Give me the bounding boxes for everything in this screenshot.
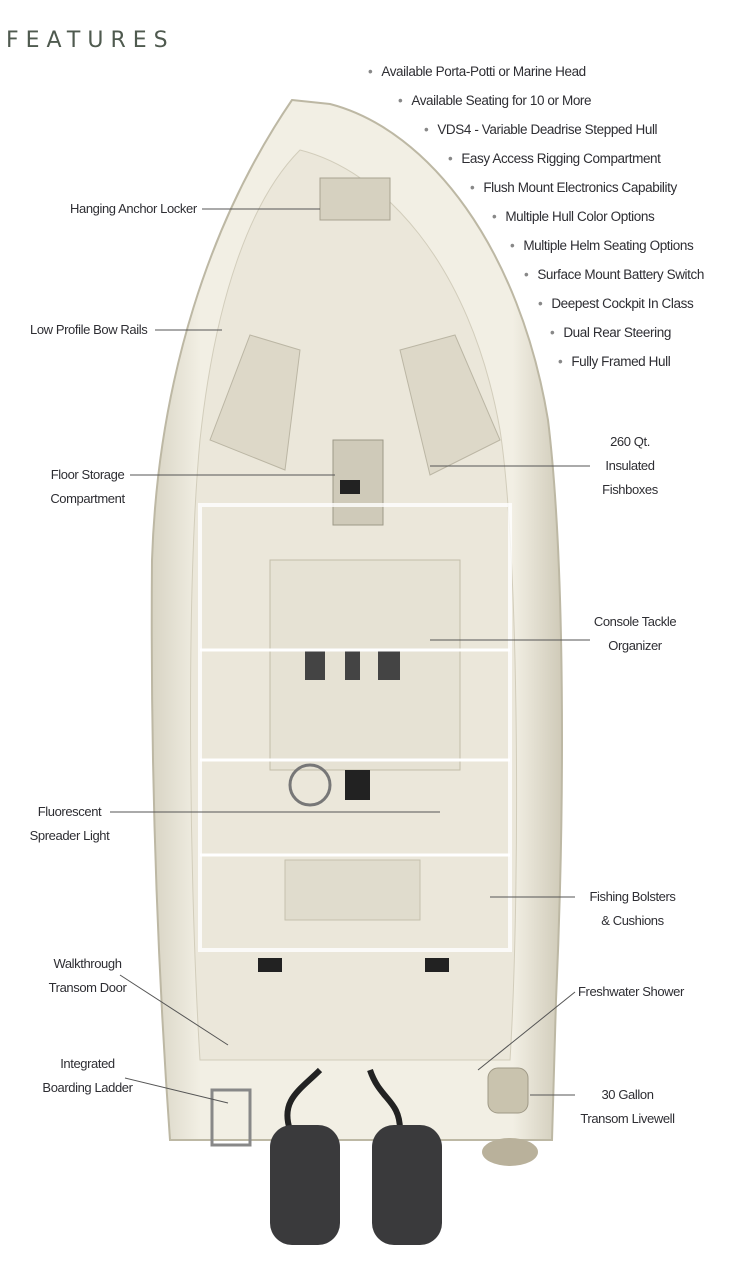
- fishbox-left: [209, 334, 301, 471]
- label-line: Fishing Bolsters: [589, 889, 676, 904]
- label-line: Transom Livewell: [580, 1111, 675, 1126]
- console: [269, 559, 461, 771]
- label-anchor-locker: Hanging Anchor Locker: [70, 201, 197, 216]
- label-line: Spreader Light: [29, 828, 110, 843]
- feature-item: Multiple Hull Color Options: [492, 209, 654, 224]
- fishbox-right: [399, 334, 501, 476]
- page-title: FEATURES: [6, 28, 175, 53]
- label-line: Fishboxes: [602, 482, 658, 497]
- label-line: 260 Qt.: [610, 434, 650, 449]
- label-line: Boarding Ladder: [42, 1080, 133, 1095]
- label-line: Transom Door: [48, 980, 127, 995]
- feature-item: Flush Mount Electronics Capability: [470, 180, 677, 195]
- label-bolsters: Fishing Bolsters & Cushions: [575, 885, 690, 933]
- feature-item: Surface Mount Battery Switch: [524, 267, 704, 282]
- label-line: & Cushions: [601, 913, 664, 928]
- feature-item: Available Porta-Potti or Marine Head: [368, 64, 586, 79]
- boarding-ladder: [210, 1088, 252, 1147]
- engine-right: [372, 1125, 442, 1245]
- feature-item: Fully Framed Hull: [558, 354, 670, 369]
- label-line: Floor Storage: [50, 467, 125, 482]
- label-line: 30 Gallon: [601, 1087, 654, 1102]
- label-line: Compartment: [50, 491, 125, 506]
- label-bow-rails: Low Profile Bow Rails: [30, 322, 148, 337]
- label-line: Organizer: [608, 638, 662, 653]
- label-line: Insulated: [605, 458, 655, 473]
- feature-item: Easy Access Rigging Compartment: [448, 151, 661, 166]
- anchor-locker: [319, 177, 391, 221]
- engine-left: [270, 1125, 340, 1245]
- label-shower: Freshwater Shower: [578, 984, 684, 999]
- livewell: [487, 1067, 529, 1114]
- feature-item: Dual Rear Steering: [550, 325, 671, 340]
- feature-item: Deepest Cockpit In Class: [538, 296, 693, 311]
- label-line: Fluorescent: [37, 804, 102, 819]
- label-line: Walkthrough: [53, 956, 122, 971]
- feature-item: Available Seating for 10 or More: [398, 93, 591, 108]
- t-top-frame: [198, 503, 512, 952]
- leader-lines: [110, 208, 590, 1104]
- feature-item: Multiple Helm Seating Options: [510, 238, 693, 253]
- label-line: Integrated: [60, 1056, 115, 1071]
- feature-item: VDS4 - Variable Deadrise Stepped Hull: [424, 122, 657, 137]
- label-line: Console Tackle: [593, 614, 677, 629]
